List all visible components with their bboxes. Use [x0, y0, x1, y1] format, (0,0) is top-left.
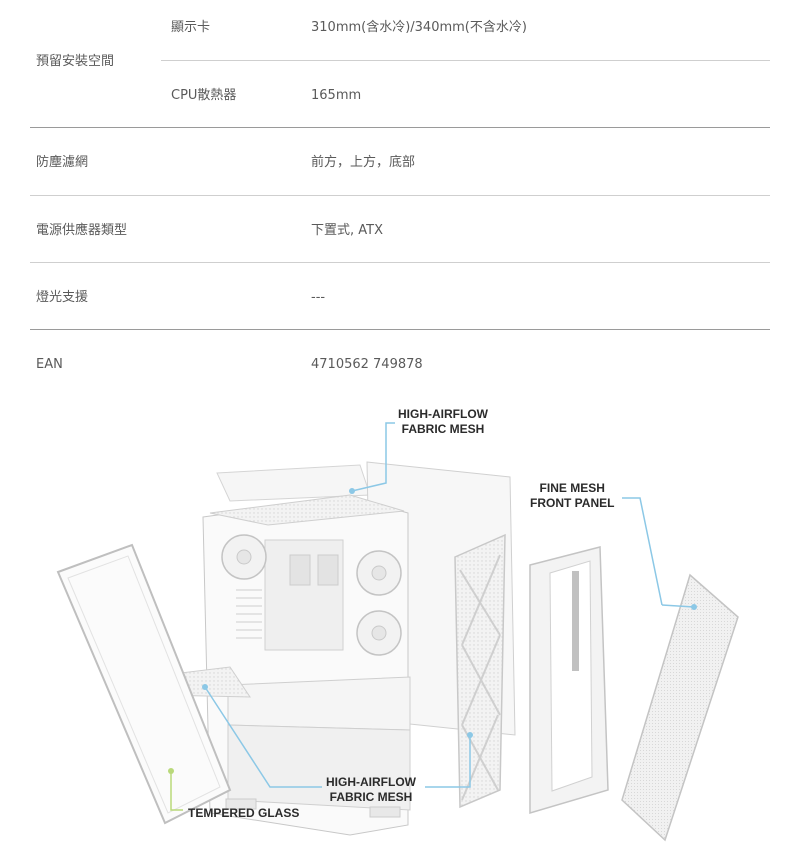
leader-dot	[202, 684, 208, 690]
spec-sublabel-gpu: 顯示卡	[171, 20, 211, 35]
leader-front-mesh	[425, 735, 471, 788]
leader-front-panel	[622, 497, 663, 606]
spec-label-ean: EAN	[36, 357, 63, 372]
callout-line: HIGH-AIRFLOW	[326, 775, 416, 789]
spec-value-cpu-cooler: 165mm	[311, 88, 362, 103]
spec-value-lighting: ---	[311, 290, 326, 305]
spec-table: 預留安裝空間 顯示卡 310mm(含水冷)/340mm(不含水冷) CPU散熱器…	[30, 0, 770, 400]
callout-tempered-glass: TEMPERED GLASS	[188, 806, 300, 820]
row-divider	[30, 329, 770, 330]
spec-label-lighting: 燈光支援	[36, 290, 89, 305]
spec-value-psu-type: 下置式, ATX	[311, 223, 383, 238]
spec-value-gpu: 310mm(含水冷)/340mm(不含水冷)	[311, 20, 527, 35]
callout-line: FRONT PANEL	[530, 496, 615, 510]
row-divider	[30, 195, 770, 196]
callout-fine-mesh-front-panel: FINE MESH FRONT PANEL	[530, 481, 614, 511]
row-divider	[30, 127, 770, 128]
spec-label-reserved-space: 預留安裝空間	[36, 54, 115, 69]
callout-leader-lines	[168, 422, 697, 811]
leader-top-mesh	[351, 422, 395, 492]
callout-bottom-fabric-mesh: HIGH-AIRFLOW FABRIC MESH	[326, 775, 416, 805]
row-divider	[30, 262, 770, 263]
leader-bottom-mesh	[204, 686, 322, 788]
front-bezel-frame	[529, 546, 609, 815]
callout-line: HIGH-AIRFLOW	[398, 407, 488, 421]
spec-sublabel-cpu-cooler: CPU散熱器	[171, 88, 237, 103]
spec-label-psu-type: 電源供應器類型	[36, 223, 128, 238]
callout-line: FINE MESH	[539, 481, 605, 495]
spec-value-ean: 4710562 749878	[311, 357, 423, 372]
row-divider	[161, 60, 770, 61]
front-fabric-mesh-panel	[454, 533, 506, 809]
tempered-glass-panel	[56, 543, 232, 825]
callout-line: FABRIC MESH	[329, 790, 413, 804]
callout-line: FABRIC MESH	[401, 422, 485, 436]
fine-mesh-front-panel	[621, 573, 739, 842]
spec-value-dust-filter: 前方，上方，底部	[311, 155, 416, 170]
case-illustration	[56, 422, 739, 842]
callout-top-fabric-mesh: HIGH-AIRFLOW FABRIC MESH	[398, 407, 488, 437]
leader-glass	[170, 771, 183, 811]
chassis	[202, 494, 411, 836]
spec-label-dust-filter: 防塵濾網	[36, 155, 89, 170]
leader-dot	[467, 732, 473, 738]
leader-dot	[168, 768, 174, 774]
leader-dot	[349, 488, 355, 494]
case-exploded-view: HIGH-AIRFLOW FABRIC MESH FINE MESH FRONT…	[0, 395, 800, 852]
